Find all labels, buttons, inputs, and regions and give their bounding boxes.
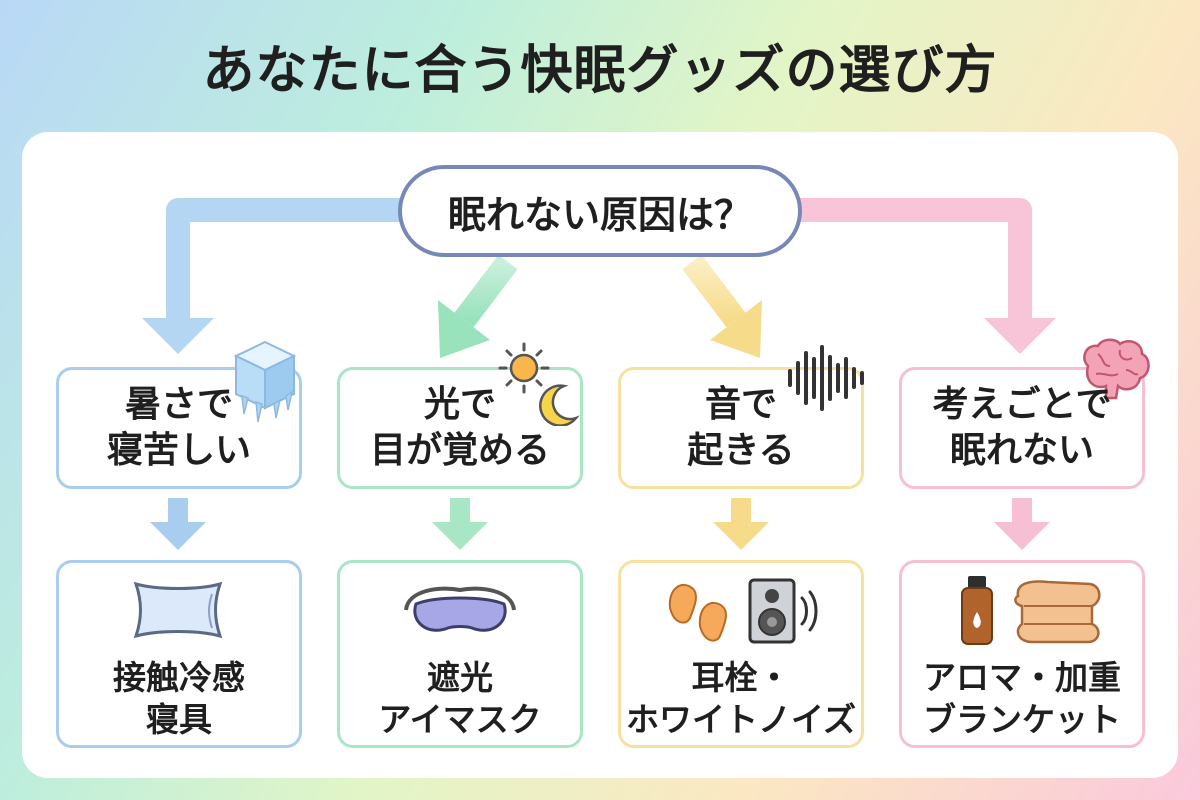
cause-light-line-1: 光で [423, 384, 496, 425]
eye-mask-icon [404, 586, 516, 632]
arrow-thoughts-solution [1012, 498, 1032, 524]
cause-box-thoughts: 考えごとで 眠れない [899, 367, 1145, 489]
cause-sound-line-1: 音で [704, 384, 777, 425]
solution-cooling-line-1: 接触冷感 [113, 658, 245, 697]
solution-box-earplugs: 耳栓・ ホワイトノイズ [618, 560, 864, 748]
solution-eye-mask-line-1: 遮光 [426, 658, 493, 697]
arrow-light-solution [450, 498, 470, 524]
arrow-head-thoughts [984, 318, 1056, 354]
cause-thoughts-line-1: 考えごとで [932, 384, 1112, 425]
solution-eye-mask-line-2: アイマスク [378, 700, 542, 739]
arrow-head-heat-solution [150, 522, 206, 550]
cause-heat-line-2: 寝苦しい [106, 430, 251, 471]
solution-earplugs-line-2: ホワイトノイズ [625, 700, 856, 739]
arrow-head-light [438, 300, 490, 358]
arrow-head-light-solution [432, 522, 488, 550]
arrow-heat-solution [168, 498, 188, 524]
solution-aroma-line-1: アロマ・加重 [923, 658, 1121, 697]
arrow-to-thoughts [800, 198, 1032, 320]
solution-aroma-line-2: ブランケット [923, 700, 1121, 739]
arrow-to-heat [166, 198, 400, 320]
aroma-blanket-icon [961, 576, 1101, 645]
pillow-icon [133, 581, 223, 639]
cause-heat-line-1: 暑さで [124, 384, 233, 425]
page-title: あなたに合う快眠グッズの選び方 [202, 41, 998, 101]
cause-light-line-2: 目が覚める [369, 430, 550, 471]
sound-wave-icon [788, 345, 864, 411]
arrow-to-light [454, 254, 518, 328]
arrow-to-sound [682, 254, 746, 328]
arrow-head-heat [142, 318, 214, 354]
arrow-head-sound [710, 300, 762, 358]
arrow-head-thoughts-solution [994, 522, 1050, 550]
sun-moon-icon [498, 342, 580, 426]
question-node: 眠れない原因は？ [398, 165, 802, 257]
earplug-speaker-icon [668, 578, 818, 644]
cause-thoughts-line-2: 眠れない [949, 430, 1094, 471]
ice-cube-icon [233, 340, 297, 423]
arrow-head-sound-solution [713, 522, 769, 550]
arrow-sound-solution [731, 498, 751, 524]
brain-icon [1083, 338, 1150, 400]
solution-earplugs-line-1: 耳栓・ [691, 658, 791, 697]
cause-sound-line-2: 起きる [687, 430, 795, 471]
solution-cooling-line-2: 寝具 [146, 700, 212, 739]
cause-box-light: 光で 目が覚める [337, 367, 583, 489]
